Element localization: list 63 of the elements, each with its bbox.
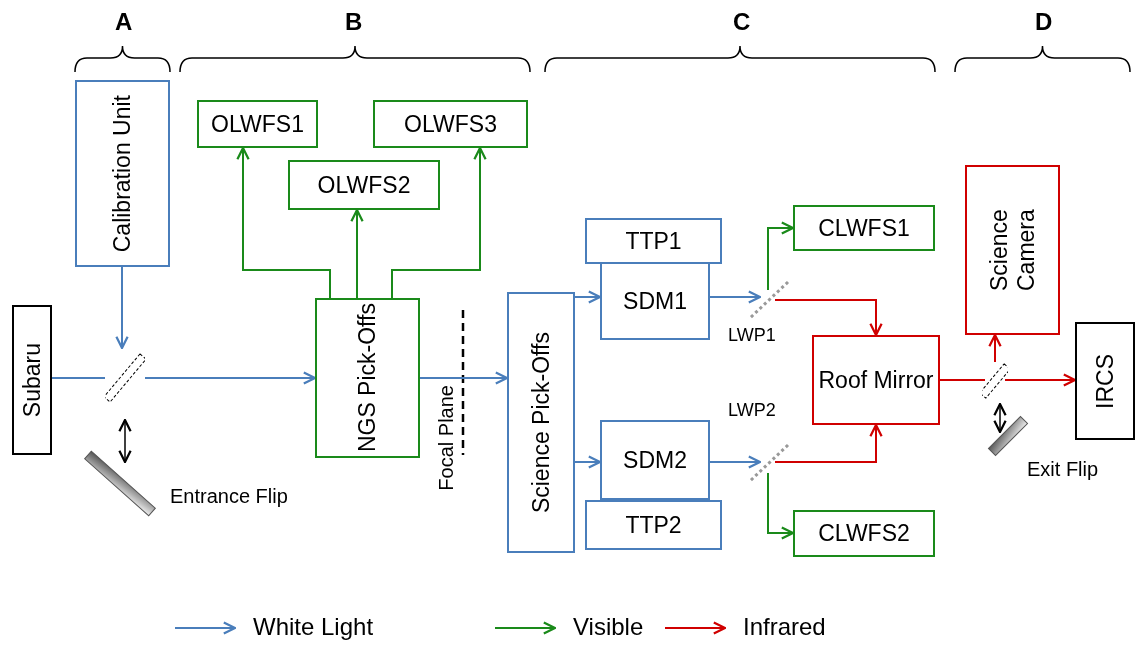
arrow [350, 208, 364, 299]
node-label: NGS Pick-Offs [354, 303, 381, 453]
instrument-box [1075, 322, 1135, 440]
caption-text: Focal Plane [435, 385, 458, 491]
arrow [574, 290, 602, 304]
node-label: Roof Mirror [818, 366, 934, 394]
mirror-box [600, 420, 710, 500]
sensor-box [793, 205, 935, 251]
legend-label: White Light [253, 613, 374, 641]
bracket-letter: B [345, 8, 363, 36]
bracket-letter: A [115, 8, 133, 36]
stage-box [585, 500, 722, 550]
filter-plate [748, 280, 790, 320]
filter-plate [748, 443, 790, 483]
sensor-box [793, 510, 935, 557]
arrow [767, 472, 795, 540]
unit-box [75, 80, 170, 267]
node-label: Science Camera [985, 208, 1040, 293]
arrow [988, 333, 1002, 363]
legend-label: Infrared [743, 613, 826, 641]
stage-box [585, 218, 722, 264]
splitter-label: LWP2 [728, 400, 776, 421]
node-label: OLWFS2 [317, 171, 411, 199]
arrow [709, 290, 762, 304]
node-label: IRCS [1091, 353, 1119, 409]
arrow [1004, 373, 1077, 387]
legend-label: Visible [573, 613, 644, 641]
mirror-box [812, 335, 940, 425]
bracket-letter: C [733, 8, 751, 36]
node-label: OLWFS3 [404, 110, 497, 138]
arrow [767, 221, 795, 291]
pickoff-box [507, 292, 575, 553]
node-label: Calibration Unit [109, 94, 136, 253]
arrow [391, 146, 487, 299]
sensor-box [197, 100, 318, 148]
node-label: CLWFS2 [818, 520, 910, 547]
splitter-label: LWP1 [728, 325, 776, 346]
arrow [115, 266, 129, 350]
node-label: Subaru [18, 342, 46, 418]
node-label: TTP2 [625, 511, 682, 539]
arrow [774, 299, 883, 337]
sensor-box [373, 100, 528, 148]
arrow [709, 455, 762, 469]
telescope-box [12, 305, 52, 455]
arrow [419, 371, 509, 385]
node-label: CLWFS1 [818, 214, 910, 242]
node-label: Science Pick-Offs [527, 331, 555, 514]
node-label: OLWFS1 [211, 110, 304, 138]
caption-text: Entrance Flip [170, 485, 288, 508]
sensor-box [288, 160, 440, 210]
caption-text: Exit Flip [1027, 458, 1099, 481]
pickoff-box [315, 298, 420, 458]
arrow [236, 146, 331, 299]
arrow [144, 371, 317, 385]
beam-splitter [982, 360, 1008, 402]
arrow [774, 423, 883, 463]
mirror-box [600, 262, 710, 340]
node-label: SDM1 [623, 287, 687, 315]
arrow [574, 455, 602, 469]
camera-box [965, 165, 1060, 335]
node-label: SDM2 [623, 446, 687, 474]
node-label: TTP1 [625, 227, 682, 255]
bracket-letter: D [1035, 8, 1053, 36]
